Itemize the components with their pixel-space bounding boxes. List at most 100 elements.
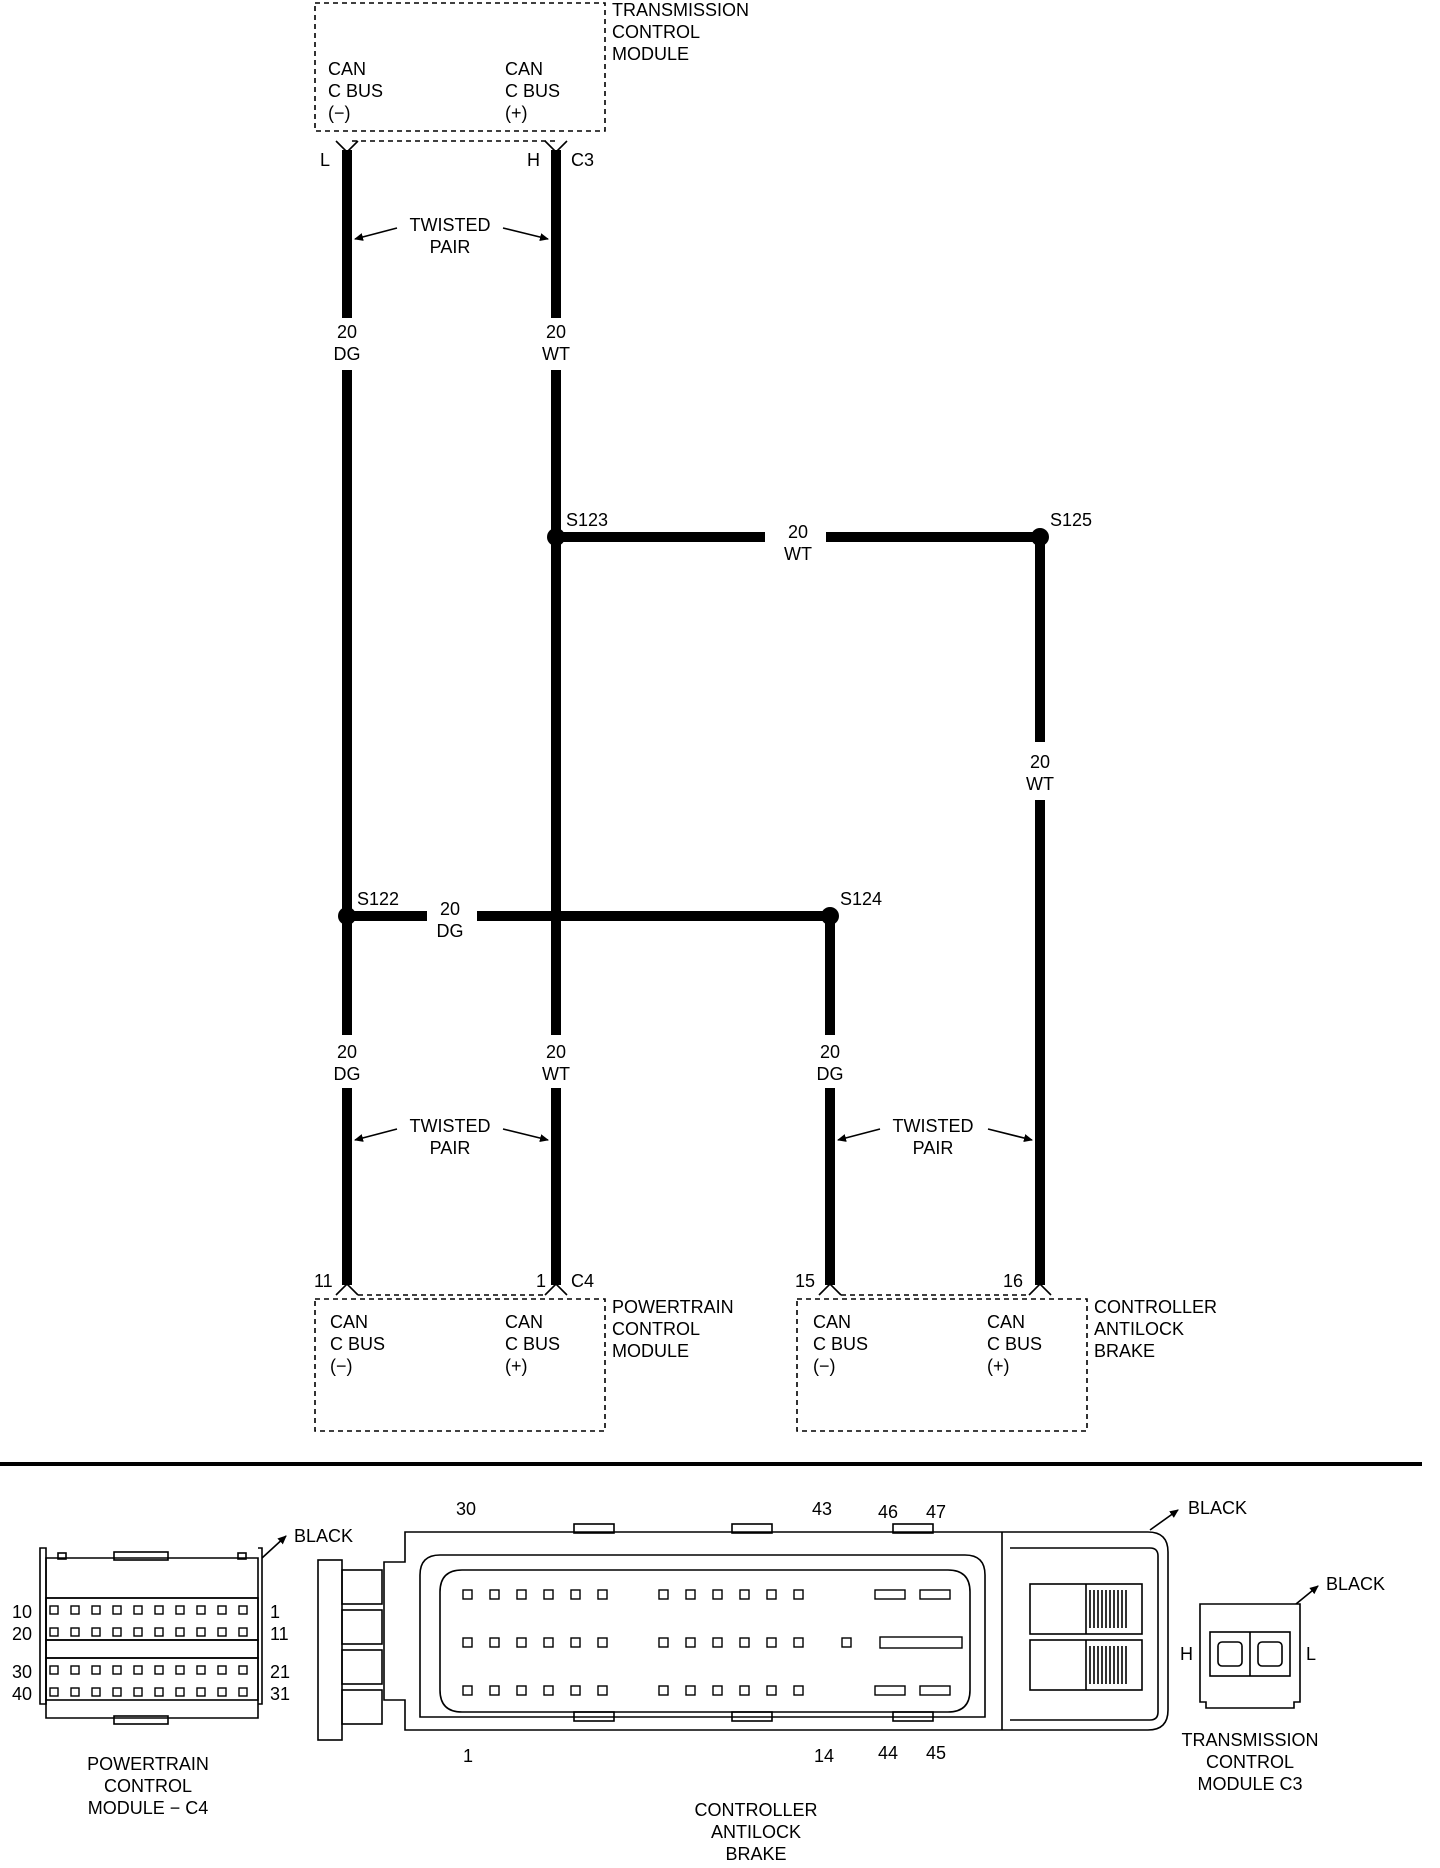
cab-pin-cavity [919,1589,951,1600]
pcm-pin-cavity [133,1627,143,1637]
wire-dg-size: 20 [337,322,357,342]
pcm-view-name-line1: POWERTRAIN [87,1754,209,1774]
wire-wt-h-size: 20 [788,522,808,542]
pcm-view-pin-10: 10 [12,1602,32,1622]
cab-pin-cavity [766,1637,777,1648]
wire-wt-size: 20 [546,322,566,342]
pcm-pin-plus-line3: (+) [505,1356,528,1376]
cab-pin-cavity [766,1685,777,1696]
twisted-pair-pcm-line1: TWISTED [410,1116,491,1136]
splice-s122-dot [338,907,356,925]
cab-pin-cavity [712,1685,723,1696]
cab-view-color: BLACK [1188,1498,1247,1518]
cab-pin-cavity [489,1589,500,1600]
arrow-right-icon [987,1128,1033,1142]
splice-s124-dot [821,907,839,925]
pcm-pin-cavity [175,1605,185,1615]
tcm-pin-minus-line1: CAN [328,59,366,79]
pcm-view-pin-11: 11 [270,1624,289,1644]
twisted-pair-top-line1: TWISTED [410,215,491,235]
pcm-pin-cavity [133,1687,143,1697]
pcm-view-pin-40: 40 [12,1684,32,1704]
arrow-left-icon [354,1128,398,1142]
cab-connector-view: 30 43 46 47 1 14 44 45 BLACK CONTROLLER … [317,1498,1247,1864]
cab-module: 15 16 CAN C BUS (−) CAN C BUS (+) CONTRO… [795,1271,1217,1432]
wire-wt-right-color: WT [1026,774,1054,794]
twisted-pair-top-line2: PAIR [430,237,471,257]
tcm-view-l: L [1306,1644,1316,1664]
twisted-pair-cab: TWISTED PAIR [837,1116,1033,1158]
pcm-pin-cavity [154,1665,164,1675]
pcm-pin-minus-line1: CAN [330,1312,368,1332]
pcm-view-pin-1: 1 [270,1602,280,1622]
twisted-pair-pcm-line2: PAIR [430,1138,471,1158]
cab-pin-cavity [543,1685,554,1696]
cab-pin-cavity [874,1589,906,1600]
pcm-term-1: 1 [536,1271,546,1291]
splice-s125-label: S125 [1050,510,1092,530]
splice-s125-dot [1031,528,1049,546]
tcm-pin-minus-line3: (−) [328,103,351,123]
pcm-pin-cavity [196,1687,206,1697]
pcm-pin-cavity [112,1627,122,1637]
cab-pin-cavity [739,1637,750,1648]
pcm-pin-cavity [49,1605,59,1615]
tcm-term-h: H [527,150,540,170]
wire-wt-color: WT [542,344,570,364]
tcm-view-name-line1: TRANSMISSION [1181,1730,1318,1750]
cab-pin-cavity [874,1685,906,1696]
pointer-arrow-icon [1295,1585,1319,1605]
tcm-module: TRANSMISSION CONTROL MODULE CAN C BUS (−… [314,0,749,170]
pcm-module: 11 1 C4 CAN C BUS (−) CAN C BUS (+) POWE… [314,1271,734,1432]
cab-pin-cavity [793,1637,804,1648]
pcm-pin-cavity [217,1665,227,1675]
pcm-pin-cavity [91,1627,101,1637]
pcm-pin-cavity [49,1687,59,1697]
cab-view-pin-14: 14 [814,1746,834,1766]
cab-pin-cavity [516,1637,527,1648]
splice-s124-label: S124 [840,889,882,909]
twisted-pair-pcm: TWISTED PAIR [354,1116,549,1158]
cab-pin-cavity [739,1589,750,1600]
tcm-view-name-line3: MODULE C3 [1197,1774,1302,1794]
cab-term-16: 16 [1003,1271,1023,1291]
wire-dg-right-size: 20 [820,1042,840,1062]
twisted-pair-top: TWISTED PAIR [354,215,549,257]
cab-pin-plus-line2: C BUS [987,1334,1042,1354]
pcm-pin-cavity [217,1687,227,1697]
pcm-pin-minus-line3: (−) [330,1356,353,1376]
tcm-pin-plus-line3: (+) [505,103,528,123]
cab-name-line2: ANTILOCK [1094,1319,1184,1339]
cab-pin-plus-line1: CAN [987,1312,1025,1332]
pcm-pin-cavity [133,1605,143,1615]
pcm-pin-cavity [217,1605,227,1615]
pcm-connector-view: 10 20 30 40 1 11 21 31 BLACK POWERTRAIN … [12,1526,353,1818]
wires [342,150,1045,1285]
pcm-pin-cavity [91,1665,101,1675]
pcm-pin-cavity [238,1665,248,1675]
pcm-pin-cavity [49,1627,59,1637]
cab-view-pin-45: 45 [926,1743,946,1763]
cab-pin-cavity [543,1637,554,1648]
tcm-name-line2: CONTROL [612,22,700,42]
pcm-view-pin-21: 21 [270,1662,290,1682]
wire-wt-right-size: 20 [1030,752,1050,772]
cab-view-name-line3: BRAKE [725,1844,786,1864]
wire-dg-h-color: DG [437,921,464,941]
wire-dg-right-color: DG [817,1064,844,1084]
tcm-connector-label: C3 [571,150,594,170]
pcm-terminal-1-icon [544,1282,568,1296]
pcm-name-line2: CONTROL [612,1319,700,1339]
cab-pin-cavity [597,1589,608,1600]
cab-pin-cavity [489,1685,500,1696]
cab-pin-cavity [570,1685,581,1696]
splice-s122-label: S122 [357,889,399,909]
pcm-pin-cavity [70,1605,80,1615]
pcm-pin-cavity [133,1665,143,1675]
pcm-view-pin-20: 20 [12,1624,32,1644]
splice-s123-dot [547,528,565,546]
cab-view-name-line2: ANTILOCK [711,1822,801,1842]
cab-pin-cavity [658,1589,669,1600]
pointer-arrow-icon [261,1535,287,1559]
pcm-pin-cavity [154,1605,164,1615]
